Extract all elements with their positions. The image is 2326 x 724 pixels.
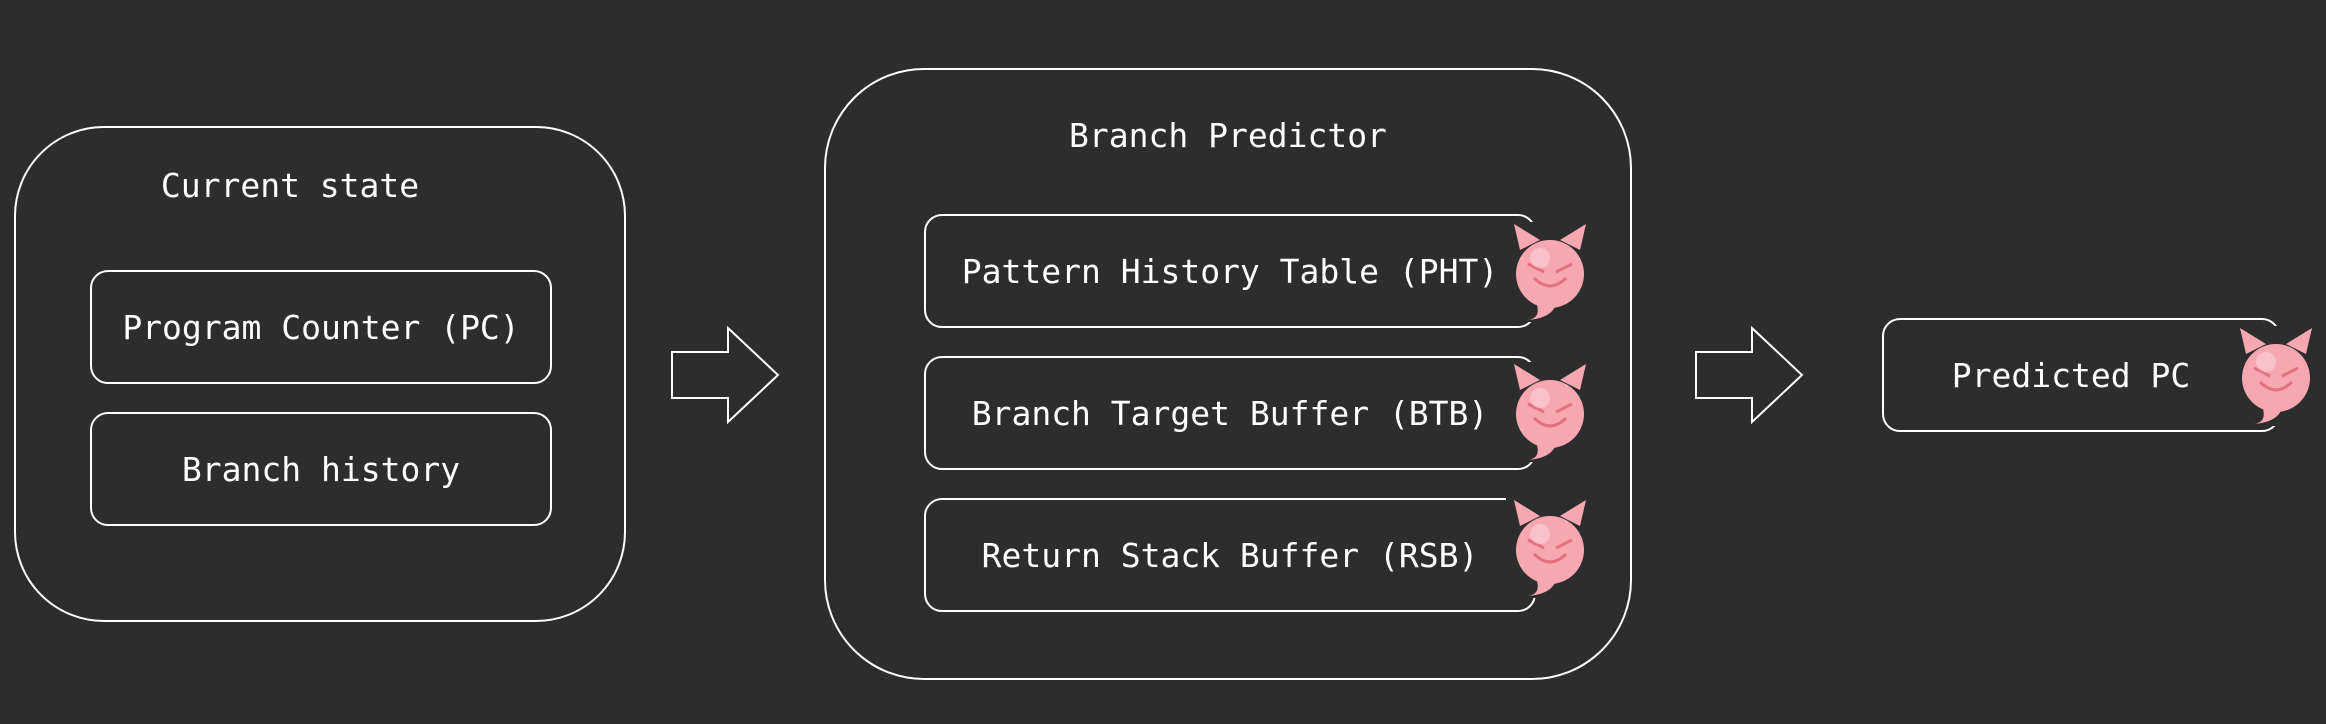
- predicted-pc-label: Predicted PC: [1951, 355, 2191, 395]
- pht-label: Pattern History Table (PHT): [961, 251, 1499, 291]
- program-counter-label: Program Counter (PC): [122, 307, 520, 347]
- right-arrow-icon: [670, 326, 782, 424]
- devil-icon: [1506, 362, 1594, 462]
- right-arrow-icon: [1694, 326, 1806, 424]
- current-state-title: Current state: [160, 166, 420, 205]
- branch-history-box: Branch history: [90, 412, 552, 526]
- branch-predictor-title: Branch Predictor: [1069, 116, 1387, 155]
- branch-history-label: Branch history: [181, 449, 461, 489]
- devil-icon: [2230, 326, 2322, 426]
- btb-box: Branch Target Buffer (BTB): [924, 356, 1536, 470]
- rsb-label: Return Stack Buffer (RSB): [981, 535, 1479, 575]
- rsb-box: Return Stack Buffer (RSB): [924, 498, 1536, 612]
- current-state-group: Current state Program Counter (PC) Branc…: [14, 126, 626, 622]
- btb-label: Branch Target Buffer (BTB): [971, 393, 1489, 433]
- devil-icon: [1506, 498, 1594, 598]
- pht-box: Pattern History Table (PHT): [924, 214, 1536, 328]
- predicted-pc-box: Predicted PC: [1882, 318, 2280, 432]
- devil-icon: [1506, 222, 1594, 322]
- program-counter-box: Program Counter (PC): [90, 270, 552, 384]
- branch-predictor-group: Branch Predictor Pattern History Table (…: [824, 68, 1632, 680]
